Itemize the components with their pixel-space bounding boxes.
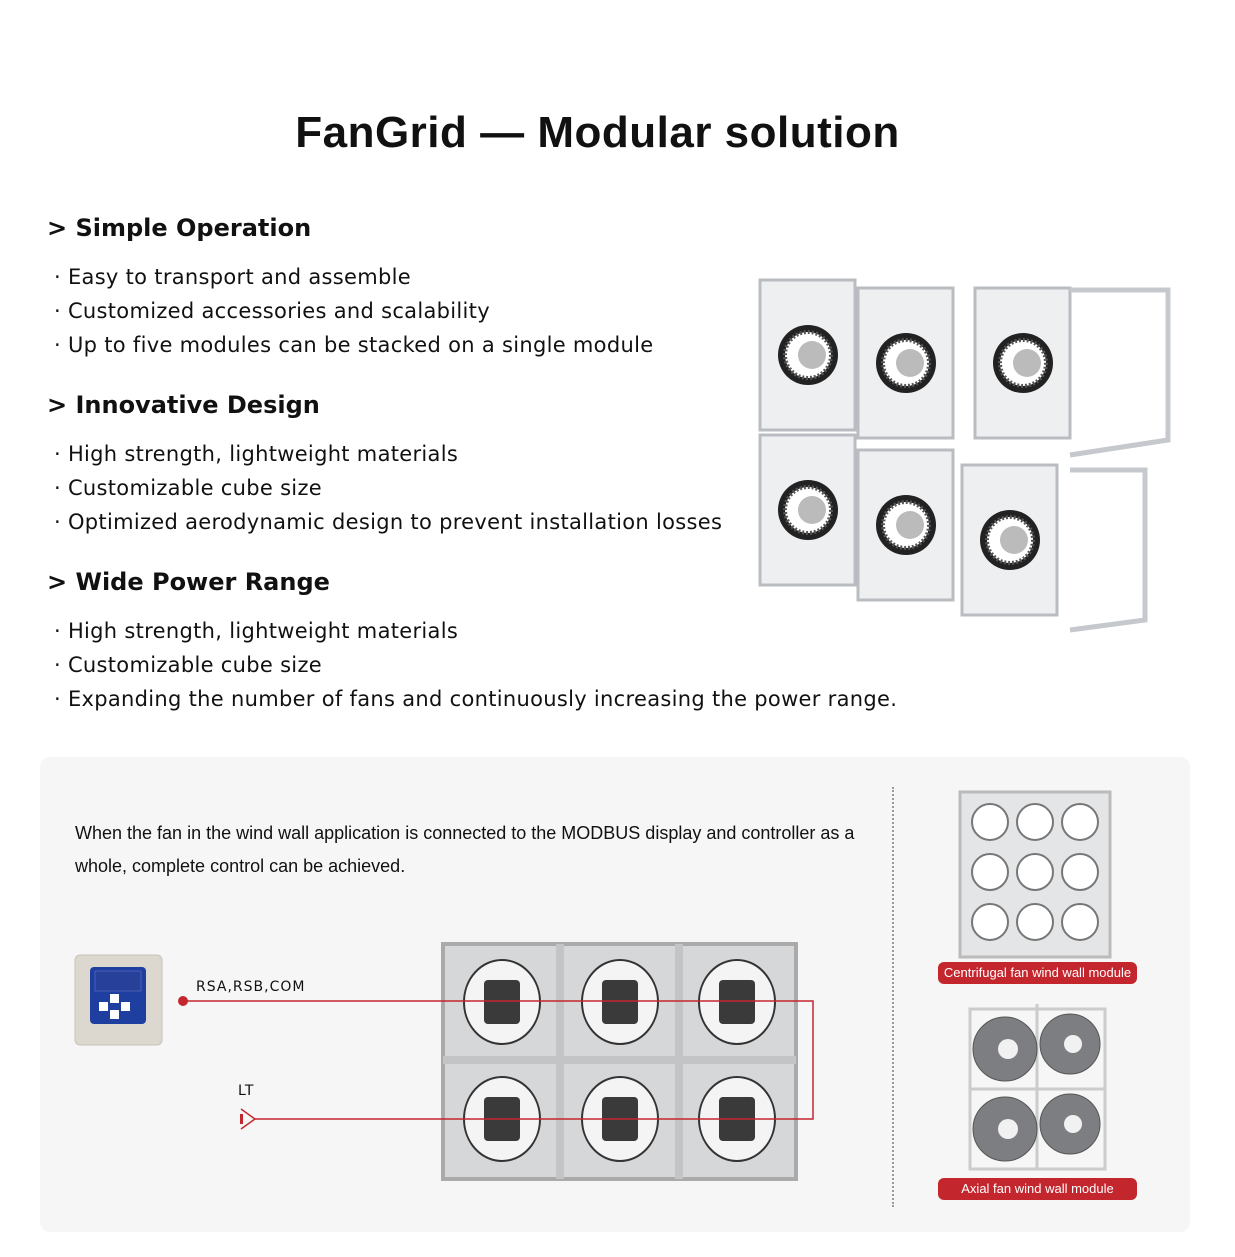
bullet: · High strength, lightweight materials xyxy=(54,442,459,466)
lt-label: LT xyxy=(238,1083,255,1099)
divider xyxy=(892,787,894,1207)
bullet: · High strength, lightweight materials xyxy=(54,619,459,643)
axial-module-badge: Axial fan wind wall module xyxy=(938,1178,1137,1200)
fan-motor-icon xyxy=(484,980,520,1024)
section-heading: > Simple Operation xyxy=(47,214,312,242)
bullet: · Easy to transport and assemble xyxy=(54,265,411,289)
bullet: · Customized accessories and scalability xyxy=(54,299,490,323)
connection-dot xyxy=(178,996,188,1006)
bullet: · Optimized aerodynamic design to preven… xyxy=(54,510,723,534)
fan-motor-icon xyxy=(719,980,755,1024)
centrifugal-module-image xyxy=(958,790,1112,959)
modbus-control-panel: When the fan in the wind wall applicatio… xyxy=(40,757,1190,1232)
fan-motor-icon xyxy=(602,980,638,1024)
bullet: · Customizable cube size xyxy=(54,476,322,500)
centrifugal-module-badge: Centrifugal fan wind wall module xyxy=(938,962,1137,984)
bullet: · Customizable cube size xyxy=(54,653,322,677)
signal-label: RSA,RSB,COM xyxy=(196,979,306,995)
bullet: · Expanding the number of fans and conti… xyxy=(54,687,898,711)
fangrid-product-image xyxy=(758,278,1171,633)
wiring-diagram xyxy=(74,942,814,1181)
signal-wire xyxy=(183,1000,814,1120)
panel-description: When the fan in the wind wall applicatio… xyxy=(75,823,855,876)
bullet: · Up to five modules can be stacked on a… xyxy=(54,333,654,357)
axial-module-image xyxy=(968,1004,1107,1171)
lt-connector-icon xyxy=(240,1108,257,1130)
section-heading: > Wide Power Range xyxy=(47,568,330,596)
modbus-controller-image xyxy=(74,954,163,1046)
page-title: FanGrid — Modular solution xyxy=(295,108,900,157)
section-heading: > Innovative Design xyxy=(47,391,320,419)
